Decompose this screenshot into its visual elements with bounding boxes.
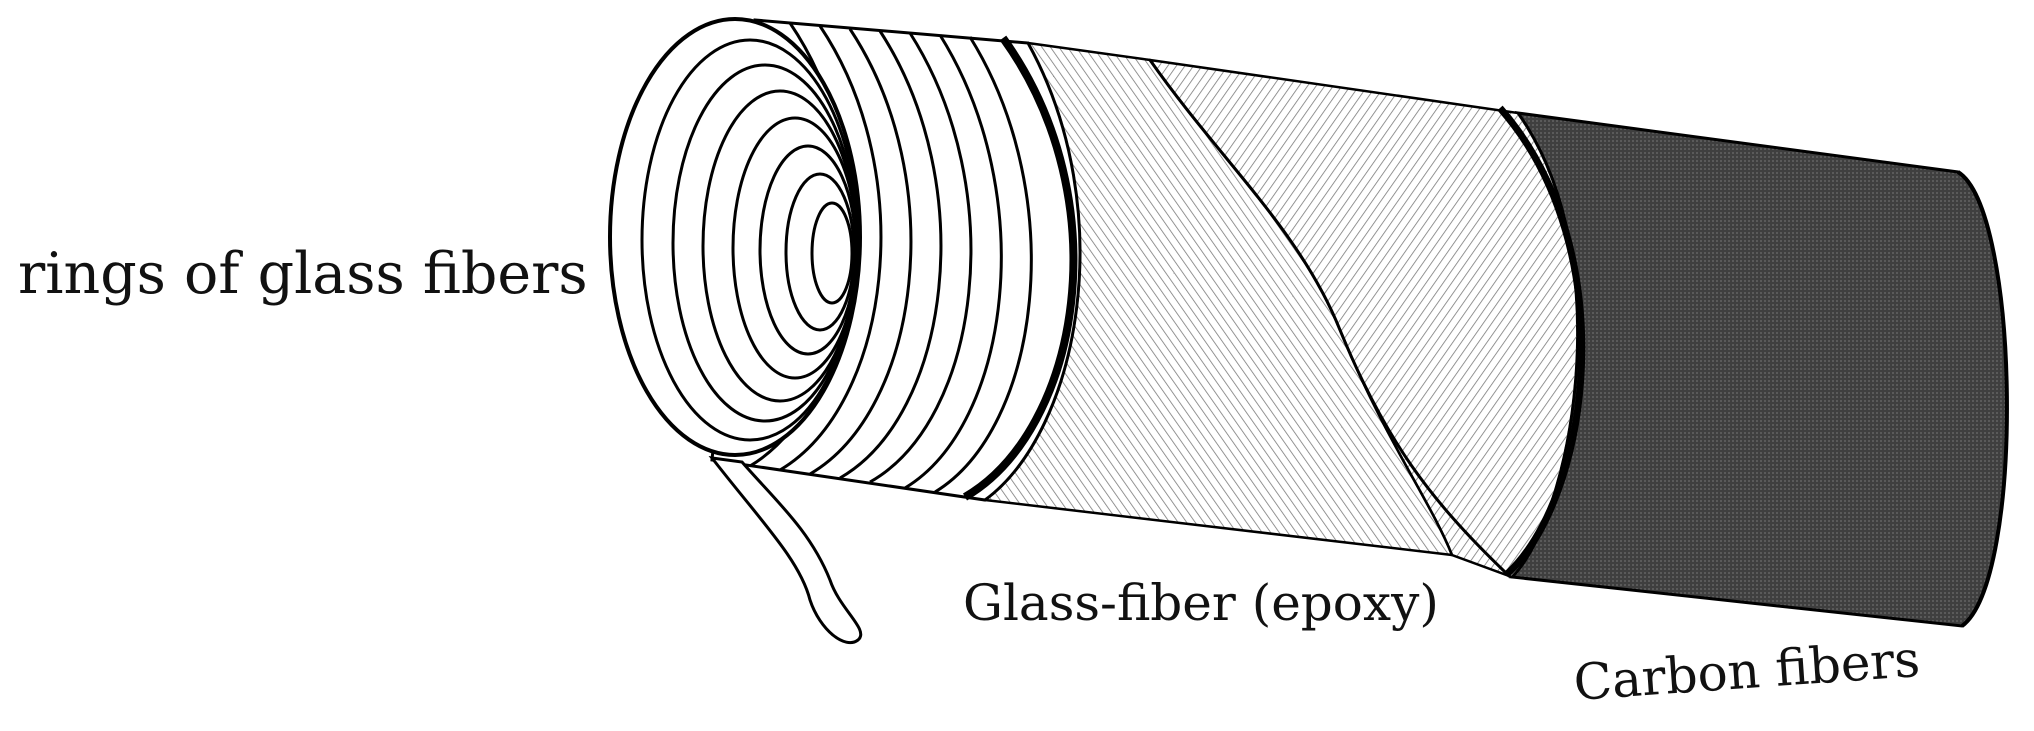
label-rings: rings of glass fibers	[18, 241, 588, 307]
inner-rings	[640, 38, 860, 442]
cylinder-opening	[608, 17, 862, 457]
glass-carbon-boundary	[1497, 105, 1586, 578]
loose-fiber-strand	[708, 456, 863, 644]
ring-glass-boundary	[962, 35, 1078, 501]
carbon-end-edge	[1956, 170, 2009, 628]
glass-seam-line	[1148, 59, 1507, 574]
ring-stripes	[749, 22, 1033, 494]
label-carbon-fibers: Carbon fibers	[1572, 630, 1922, 712]
carbon-fiber-section	[1508, 111, 2009, 628]
label-glass-fiber: Glass-fiber (epoxy)	[963, 574, 1439, 632]
